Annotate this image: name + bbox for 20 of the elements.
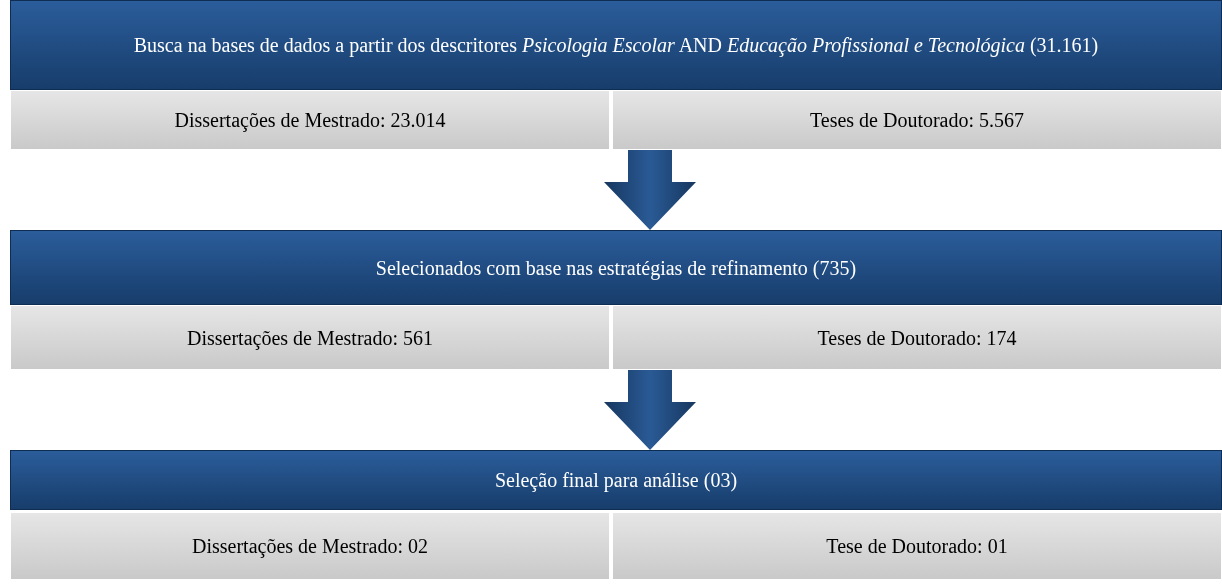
box-text: Dissertações de Mestrado: 23.014 [174, 108, 446, 133]
box-text: Selecionados com base nas estratégias de refinamento (735) [375, 255, 857, 281]
count-box [612, 512, 1222, 580]
box-text: Seleção final para análise (03) [494, 468, 738, 493]
box-text: Teses de Doutorado: 5.567 [809, 108, 1025, 133]
box-text: Busca na bases de dados a partir dos descritores Psicologia Escolar AND Educação Profissional e Tecnológica (31.161) [133, 33, 1099, 58]
stage-header-band [10, 450, 1222, 510]
count-box [612, 305, 1222, 370]
box-text: Dissertações de Mestrado: 561 [186, 325, 433, 351]
box-text: Dissertações de Mestrado: 02 [191, 534, 428, 559]
stage-header-band [10, 230, 1222, 305]
count-box [612, 90, 1222, 150]
block-arrow [604, 150, 696, 230]
count-box [10, 90, 610, 150]
stage-header-band [10, 0, 1222, 90]
box-text: Tese de Doutorado: 01 [826, 534, 1008, 559]
count-box [10, 512, 610, 580]
count-box [10, 305, 610, 370]
box-text: Teses de Doutorado: 174 [817, 325, 1017, 351]
block-arrow [604, 370, 696, 450]
